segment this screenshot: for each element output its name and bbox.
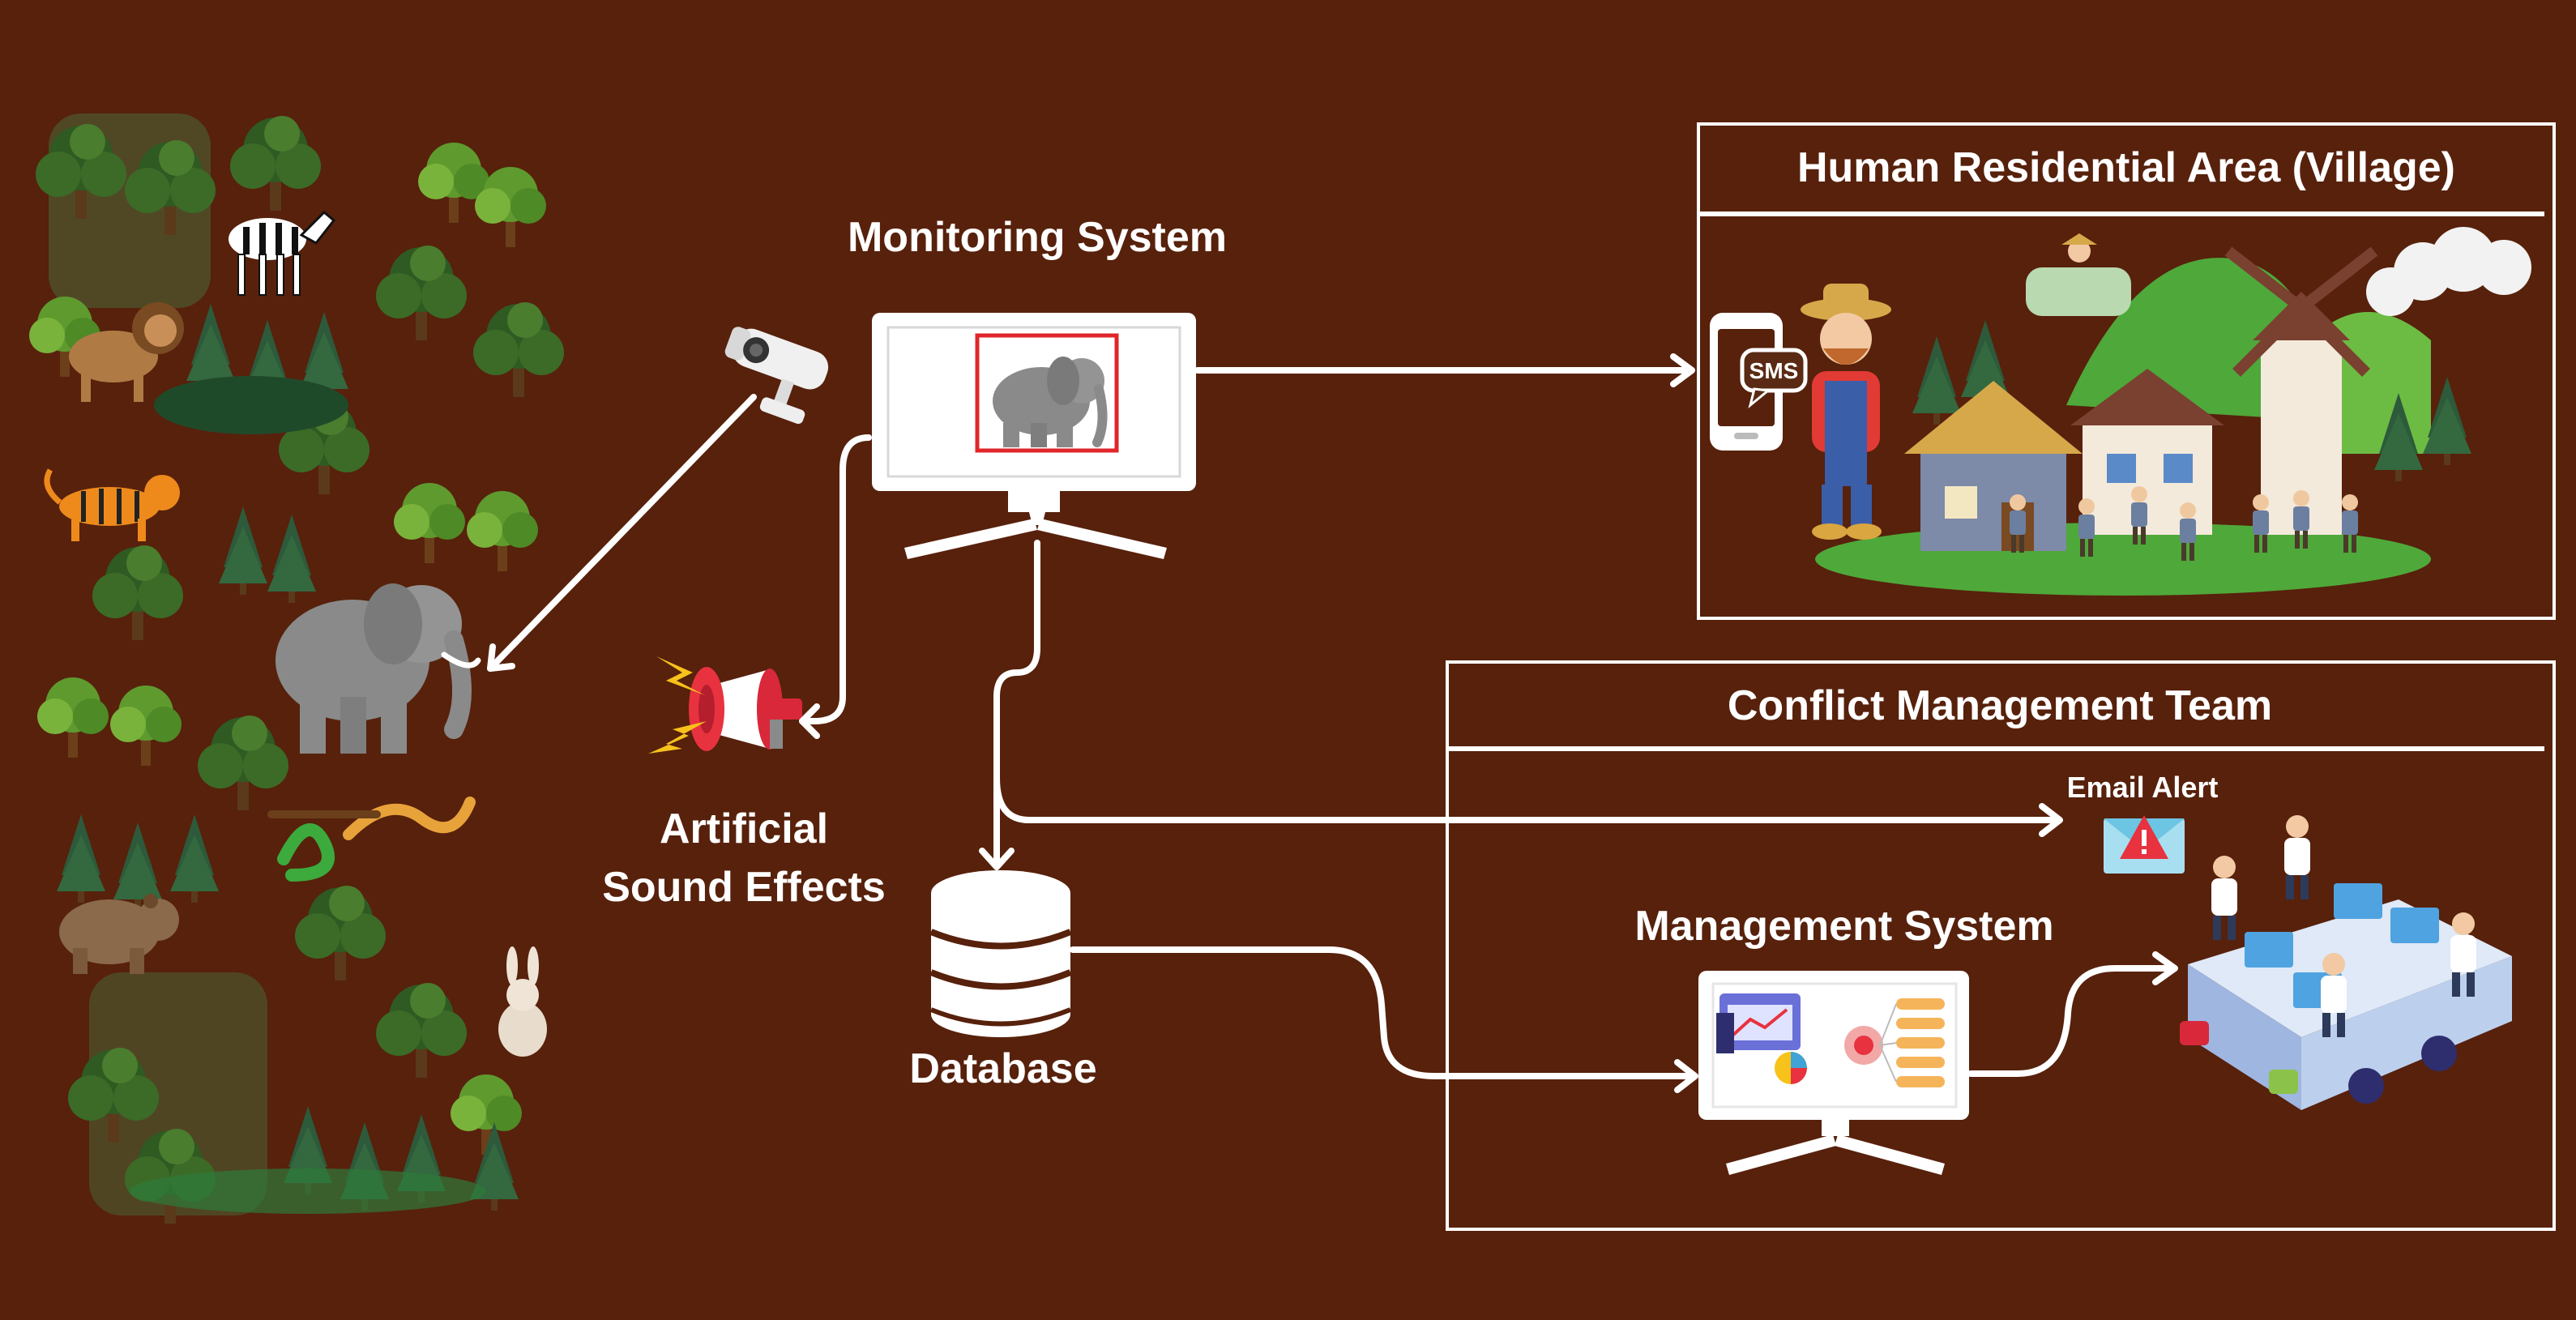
forest-illustration xyxy=(29,113,564,1224)
monitoring-system-label: Monitoring System xyxy=(848,214,1227,261)
dashboard-graphics xyxy=(1716,993,1945,1087)
cctv-camera-icon xyxy=(724,327,829,425)
email-alert-label: Email Alert xyxy=(2067,771,2219,804)
village-panel xyxy=(1697,122,2556,620)
artificial-sound-label-line2: Sound Effects xyxy=(602,864,886,911)
team-panel xyxy=(1446,660,2556,1231)
bear xyxy=(59,894,179,974)
email-alert-icon xyxy=(2104,815,2185,874)
lion xyxy=(69,302,184,402)
snakes xyxy=(267,797,476,882)
database-icon xyxy=(929,870,1072,1037)
sms-badge: SMS xyxy=(1740,348,1808,409)
flow-connectors xyxy=(487,353,2178,1093)
farmer xyxy=(1801,284,1891,540)
zebra xyxy=(229,210,336,296)
rabbit xyxy=(498,946,547,1057)
tiger xyxy=(44,468,180,541)
village-illustration xyxy=(1815,227,2531,596)
artificial-sound-label-line1: Artificial xyxy=(660,805,828,852)
detection-box xyxy=(975,333,1119,453)
team-panel-title: Conflict Management Team xyxy=(1728,682,2272,729)
detected-elephant-icon xyxy=(993,357,1108,447)
office-team-icon xyxy=(2180,815,2512,1110)
elephant xyxy=(276,583,481,754)
database-label: Database xyxy=(909,1045,1096,1092)
sms-badge-label: SMS xyxy=(1749,358,1799,383)
megaphone-icon xyxy=(648,656,802,754)
management-system-label: Management System xyxy=(1634,903,2053,950)
village-panel-title: Human Residential Area (Village) xyxy=(1797,144,2455,191)
